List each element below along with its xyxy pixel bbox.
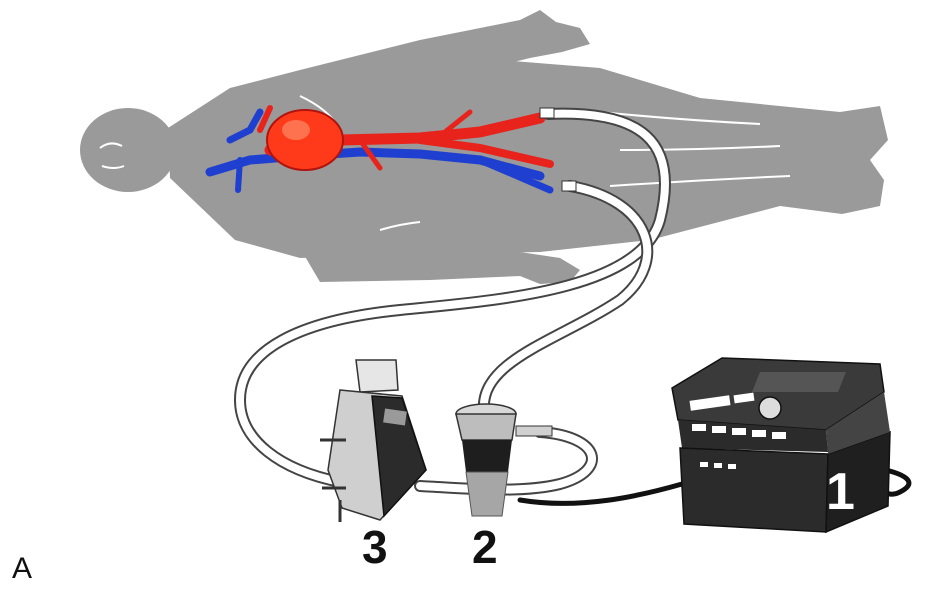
pump-number-label: 2: [472, 520, 498, 574]
centrifugal-pump: [456, 404, 552, 516]
oxygenator-number-label: 3: [362, 520, 388, 574]
heart: [267, 110, 343, 170]
panel-letter: A: [12, 552, 32, 586]
oxygenator: [320, 360, 426, 522]
ecmo-console: [672, 358, 890, 532]
console-number-label: 1: [826, 462, 855, 522]
